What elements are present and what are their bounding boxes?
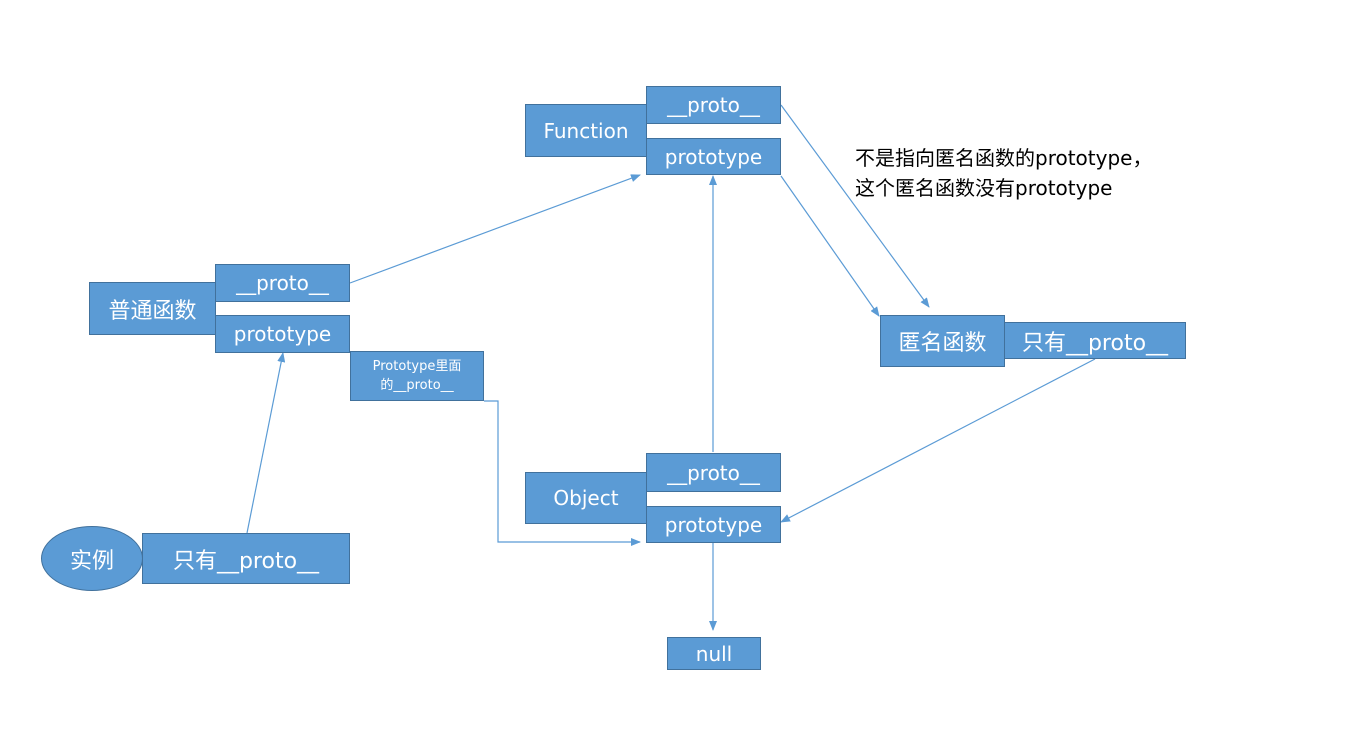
prototype-inner-proto-line1: Prototype里面 — [372, 359, 462, 374]
normal-function-proto-box: __proto__ — [215, 264, 350, 302]
arrow-anonymous-proto-to-object-prototype — [780, 358, 1096, 523]
arrow-instance-proto-to-normal-prototype — [246, 352, 286, 534]
anonymous-only-proto-box: 只有__proto__ — [1004, 322, 1186, 359]
instance-node: 实例 — [41, 526, 143, 591]
arrow-function-proto-to-anonymous — [780, 104, 930, 308]
annotation-note: 不是指向匿名函数的prototype， 这个匿名函数没有prototype — [855, 143, 1152, 203]
function-proto-box: __proto__ — [646, 86, 781, 124]
prototype-inner-proto-line2: 的__proto__ — [380, 378, 454, 393]
annotation-note-line2: 这个匿名函数没有prototype — [855, 176, 1113, 200]
normal-function-prototype-box: prototype — [215, 315, 350, 353]
instance-only-proto-box: 只有__proto__ — [142, 533, 350, 584]
object-prototype-box: prototype — [646, 506, 781, 543]
object-node: Object — [525, 472, 647, 524]
object-proto-box: __proto__ — [646, 453, 781, 492]
annotation-note-line1: 不是指向匿名函数的prototype， — [855, 146, 1153, 170]
normal-function-node: 普通函数 — [89, 282, 216, 335]
function-prototype-box: prototype — [646, 138, 781, 175]
arrow-function-prototype-to-anonymous — [780, 175, 880, 317]
null-node: null — [667, 637, 761, 670]
function-node: Function — [525, 104, 647, 157]
arrow-prototype-proto-to-object-prototype — [484, 400, 641, 546]
prototype-inner-proto-box: Prototype里面 的__proto__ — [350, 351, 484, 401]
anonymous-function-node: 匿名函数 — [880, 315, 1005, 367]
arrow-normal-proto-to-function-prototype — [349, 174, 641, 284]
